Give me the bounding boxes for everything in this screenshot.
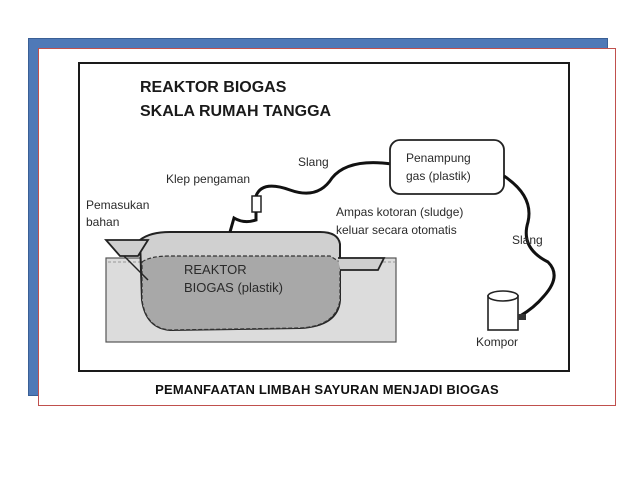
gas-storage-bag [389,139,505,195]
gas-hose-right [503,174,556,318]
label-reaktor-line2: BIOGAS (plastik) [184,280,283,295]
label-reaktor-line1: REAKTOR [184,262,247,277]
reactor-vessel [138,231,341,332]
label-penampung-line2: gas (plastik) [406,169,471,183]
diagram-title-line1: REAKTOR BIOGAS [140,79,287,96]
safety-valve [228,195,262,233]
label-pemasukan-line1: Pemasukan [86,198,149,212]
stove [487,290,526,331]
slide-caption: PEMANFAATAN LIMBAH SAYURAN MENJADI BIOGA… [155,382,499,397]
diagram-title-line2: SKALA RUMAH TANGGA [140,103,332,120]
label-slang-top: Slang [298,155,329,169]
sludge-outlet [338,257,386,271]
label-kompor: Kompor [476,335,518,349]
label-ampas-line2: keluar secara otomatis [336,223,457,237]
inlet-funnel [104,239,150,281]
label-slang-right: Slang [512,233,543,247]
label-pemasukan-line2: bahan [86,215,119,229]
label-ampas-line1: Ampas kotoran (sludge) [336,205,463,219]
label-klep-pengaman: Klep pengaman [166,172,250,186]
label-penampung-line1: Penampung [406,151,471,165]
gas-hose-top [254,161,393,197]
